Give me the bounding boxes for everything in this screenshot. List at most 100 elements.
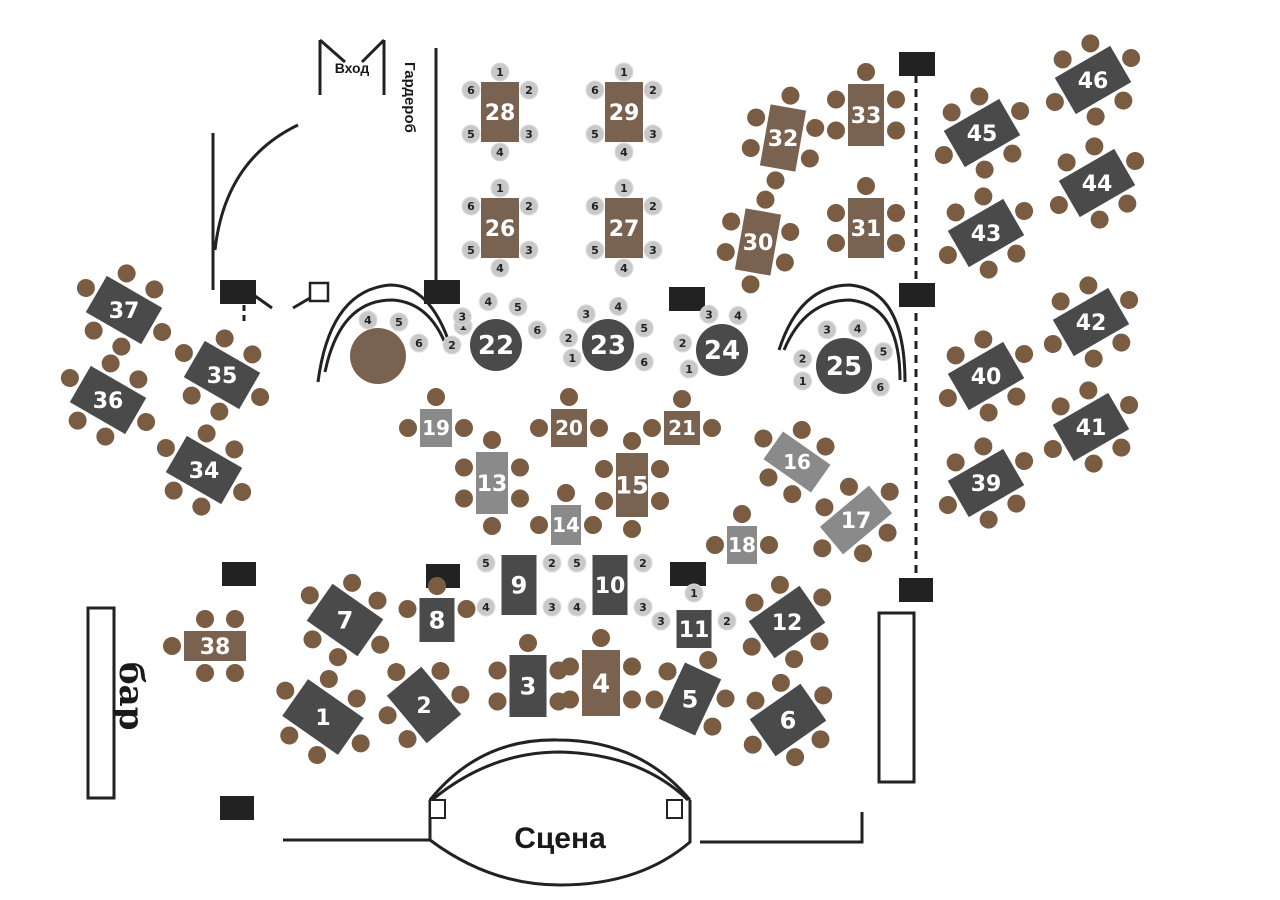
seat[interactable]	[733, 505, 751, 523]
seat[interactable]	[811, 683, 836, 708]
seat[interactable]: 5	[461, 124, 481, 144]
seat[interactable]	[1081, 451, 1106, 476]
seat[interactable]	[943, 200, 968, 225]
table-41[interactable]: 41	[1024, 364, 1158, 490]
seat[interactable]	[1076, 378, 1101, 403]
seat[interactable]: 6	[634, 352, 654, 372]
seat[interactable]	[427, 388, 445, 406]
seat[interactable]	[810, 536, 835, 561]
seat[interactable]: 5	[873, 342, 893, 362]
seat[interactable]	[696, 648, 720, 672]
table-31[interactable]: 31	[827, 177, 905, 258]
seat[interactable]	[623, 657, 641, 676]
seat[interactable]	[161, 478, 186, 503]
table-33[interactable]: 33	[827, 63, 905, 146]
seat[interactable]	[1109, 435, 1134, 460]
table-14[interactable]: 14	[530, 484, 602, 545]
seat[interactable]	[1115, 191, 1140, 216]
seat[interactable]	[1119, 46, 1144, 71]
seat[interactable]	[739, 634, 764, 659]
seat[interactable]	[126, 367, 151, 392]
table-1[interactable]: 1	[253, 650, 393, 784]
seat[interactable]	[780, 222, 801, 243]
seat[interactable]	[1117, 393, 1142, 418]
seat[interactable]	[1087, 207, 1112, 232]
seat[interactable]	[827, 204, 845, 222]
seat[interactable]: 5	[476, 553, 496, 573]
seat[interactable]	[189, 494, 214, 519]
seat[interactable]: 2	[519, 80, 539, 100]
seat[interactable]	[1048, 289, 1073, 314]
seat[interactable]	[827, 90, 845, 109]
table-37[interactable]: 37	[57, 247, 191, 373]
seat[interactable]	[651, 492, 669, 510]
seat[interactable]	[768, 670, 793, 695]
seat[interactable]	[932, 143, 957, 168]
table-34[interactable]: 34	[137, 407, 271, 533]
seat[interactable]	[715, 242, 736, 263]
seat[interactable]	[774, 252, 795, 273]
seat[interactable]	[740, 274, 761, 295]
seat[interactable]	[780, 482, 805, 507]
seat[interactable]	[1054, 150, 1079, 175]
seat[interactable]	[643, 419, 661, 437]
table-7[interactable]: 7	[277, 555, 412, 686]
table-38[interactable]: 38	[163, 610, 246, 682]
seat[interactable]	[939, 100, 964, 125]
seat[interactable]	[767, 572, 792, 597]
seat[interactable]	[172, 341, 197, 366]
seat[interactable]	[1012, 342, 1037, 367]
seat[interactable]	[1078, 31, 1103, 56]
seat[interactable]: 3	[452, 307, 472, 327]
seat[interactable]	[455, 489, 473, 508]
seat[interactable]	[1050, 47, 1075, 72]
seat[interactable]: 4	[608, 296, 628, 316]
seat[interactable]	[455, 419, 473, 437]
seat[interactable]: 3	[643, 240, 663, 260]
table-2[interactable]: 2	[357, 637, 477, 757]
seat[interactable]	[783, 745, 808, 770]
seat[interactable]	[194, 421, 219, 446]
seat[interactable]	[656, 659, 680, 683]
seat[interactable]	[836, 474, 861, 499]
seat[interactable]: 1	[614, 178, 634, 198]
seat[interactable]	[1109, 330, 1134, 355]
seat[interactable]	[740, 732, 765, 757]
seat[interactable]	[706, 536, 724, 554]
seat[interactable]	[273, 678, 298, 703]
seat[interactable]	[428, 577, 446, 595]
seat[interactable]	[808, 727, 833, 752]
seat[interactable]: 1	[684, 583, 704, 603]
seat[interactable]	[98, 351, 123, 376]
seat[interactable]	[595, 460, 613, 478]
seat[interactable]: 2	[643, 196, 663, 216]
seat[interactable]: 6	[461, 196, 481, 216]
seat[interactable]	[226, 664, 244, 682]
seat[interactable]	[248, 385, 273, 410]
seat[interactable]: 3	[519, 124, 539, 144]
seat[interactable]	[1004, 384, 1029, 409]
seat[interactable]: 4	[848, 318, 868, 338]
seat[interactable]	[1041, 332, 1066, 357]
seat[interactable]	[721, 211, 742, 232]
table-42[interactable]: 42	[1024, 259, 1158, 385]
seat[interactable]: 6	[585, 80, 605, 100]
seat[interactable]: 2	[633, 553, 653, 573]
seat[interactable]	[368, 632, 393, 657]
table-39[interactable]: 39	[919, 420, 1053, 546]
seat[interactable]	[765, 170, 786, 191]
seat[interactable]	[812, 495, 837, 520]
seat[interactable]	[877, 479, 902, 504]
seat[interactable]: 2	[673, 333, 693, 353]
seat[interactable]	[240, 342, 265, 367]
seat[interactable]	[827, 234, 845, 252]
seat[interactable]	[344, 686, 369, 711]
seat[interactable]	[642, 688, 666, 712]
seat[interactable]	[207, 399, 232, 424]
seat[interactable]	[154, 436, 179, 461]
seat[interactable]: 1	[793, 371, 813, 391]
